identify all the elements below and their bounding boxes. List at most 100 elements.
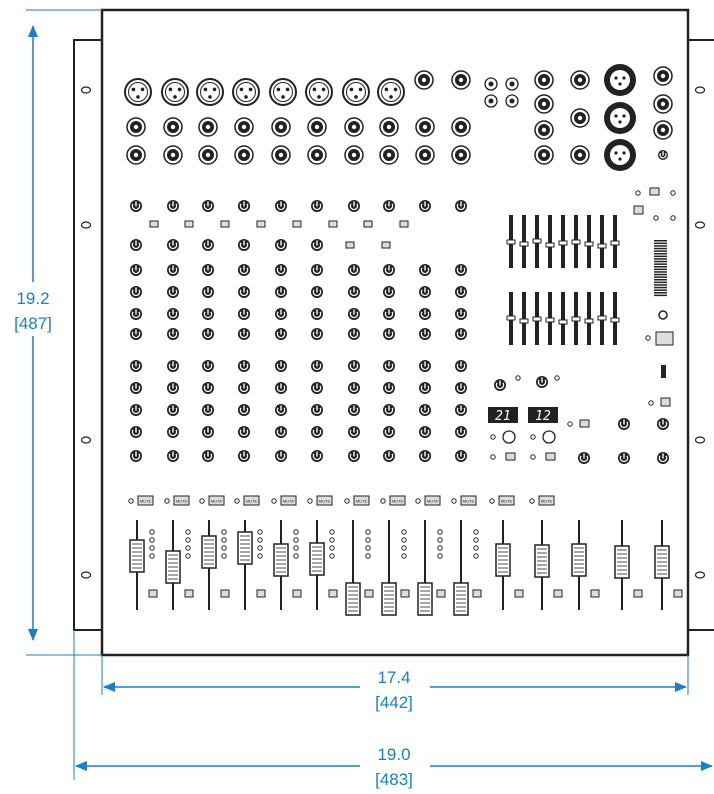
knob-ring bbox=[131, 331, 141, 339]
jack-hole bbox=[278, 152, 284, 158]
rack-hole bbox=[694, 86, 706, 94]
led bbox=[365, 529, 371, 535]
led bbox=[670, 215, 676, 221]
led bbox=[401, 545, 407, 551]
display-left bbox=[488, 407, 518, 423]
jack-hole bbox=[133, 124, 139, 130]
led bbox=[257, 545, 263, 551]
knob-ring bbox=[420, 363, 430, 371]
led bbox=[293, 537, 299, 543]
led bbox=[185, 553, 191, 559]
meter-segment bbox=[654, 273, 667, 276]
eq-handle bbox=[571, 239, 581, 245]
meter-segment bbox=[654, 279, 667, 281]
knob-ring bbox=[349, 407, 359, 415]
knob-ring bbox=[456, 407, 466, 415]
led bbox=[473, 529, 479, 535]
knob-ring bbox=[384, 363, 394, 371]
xlr-inner bbox=[200, 82, 220, 102]
jack-hole bbox=[660, 73, 666, 79]
jack-hole bbox=[422, 152, 428, 158]
knob-ring bbox=[203, 453, 213, 461]
jack-hole bbox=[170, 152, 176, 158]
outer-width-value: 19.0 bbox=[377, 745, 410, 764]
led bbox=[530, 434, 536, 440]
knob-ring bbox=[456, 203, 466, 211]
rack-hole bbox=[80, 86, 92, 94]
led bbox=[365, 545, 371, 551]
knob-ring bbox=[658, 421, 668, 429]
led bbox=[653, 215, 659, 221]
jack-hole bbox=[314, 152, 320, 158]
inner-width-label-bg bbox=[360, 664, 430, 714]
led bbox=[257, 553, 263, 559]
knob-ring bbox=[276, 289, 286, 297]
rack-hole bbox=[80, 436, 92, 444]
inner-width-value: 17.4 bbox=[377, 668, 410, 687]
height-label-bg bbox=[4, 282, 62, 336]
eq-handle bbox=[519, 241, 529, 247]
mute-button bbox=[460, 495, 477, 506]
knob-ring bbox=[420, 331, 430, 339]
xlr-pin bbox=[136, 95, 140, 99]
jack-hole bbox=[170, 124, 176, 130]
knob-ring bbox=[203, 385, 213, 393]
meter-segment bbox=[654, 260, 667, 263]
mute-button bbox=[137, 495, 154, 506]
mute-button bbox=[173, 495, 190, 506]
xlr-pin bbox=[614, 114, 618, 118]
eq-handle bbox=[519, 318, 529, 324]
knob-ring bbox=[168, 331, 178, 339]
knob-ring bbox=[203, 267, 213, 275]
knob-ring bbox=[312, 331, 322, 339]
xlr-pin bbox=[321, 87, 326, 92]
switch bbox=[633, 205, 644, 215]
knob-ring bbox=[312, 242, 322, 250]
knob-ring bbox=[168, 267, 178, 275]
knob-ring bbox=[456, 385, 466, 393]
led bbox=[670, 190, 676, 196]
led bbox=[293, 553, 299, 559]
xlr-pin bbox=[285, 87, 290, 92]
switch bbox=[363, 220, 373, 228]
led bbox=[293, 545, 299, 551]
fader-switch bbox=[633, 589, 643, 598]
led bbox=[380, 498, 386, 504]
xlr-pin bbox=[622, 76, 626, 80]
led bbox=[530, 454, 536, 460]
meter-segment bbox=[654, 294, 667, 297]
led bbox=[451, 498, 457, 504]
knob-ring bbox=[384, 311, 394, 319]
knob-ring bbox=[131, 363, 141, 371]
knob-ring bbox=[168, 385, 178, 393]
led bbox=[554, 375, 560, 381]
led bbox=[515, 375, 521, 381]
xlr-pin bbox=[618, 157, 622, 161]
knob-ring bbox=[312, 453, 322, 461]
knob-ring bbox=[203, 311, 213, 319]
led bbox=[221, 529, 227, 535]
knob-ring bbox=[456, 331, 466, 339]
knob-ring bbox=[349, 385, 359, 393]
knob-ring bbox=[239, 289, 249, 297]
jack-hole bbox=[314, 124, 320, 130]
xlr-pin bbox=[281, 95, 285, 99]
meter-segment bbox=[654, 255, 667, 258]
led bbox=[635, 190, 641, 196]
mute-button bbox=[424, 495, 441, 506]
outer-width-metric: [483] bbox=[375, 770, 413, 789]
knob-ring bbox=[276, 242, 286, 250]
knob-ring bbox=[420, 203, 430, 211]
rca-center bbox=[488, 98, 494, 104]
xlr-pin bbox=[618, 120, 622, 124]
knob-ring bbox=[312, 407, 322, 415]
mute-button bbox=[353, 495, 370, 506]
knob-ring bbox=[384, 407, 394, 415]
xlr-pin bbox=[203, 87, 208, 92]
knob-ring bbox=[131, 242, 141, 250]
led bbox=[185, 529, 191, 535]
effect-select-left bbox=[502, 430, 516, 444]
led bbox=[199, 498, 205, 504]
eq-handle bbox=[584, 318, 594, 324]
led bbox=[271, 498, 277, 504]
